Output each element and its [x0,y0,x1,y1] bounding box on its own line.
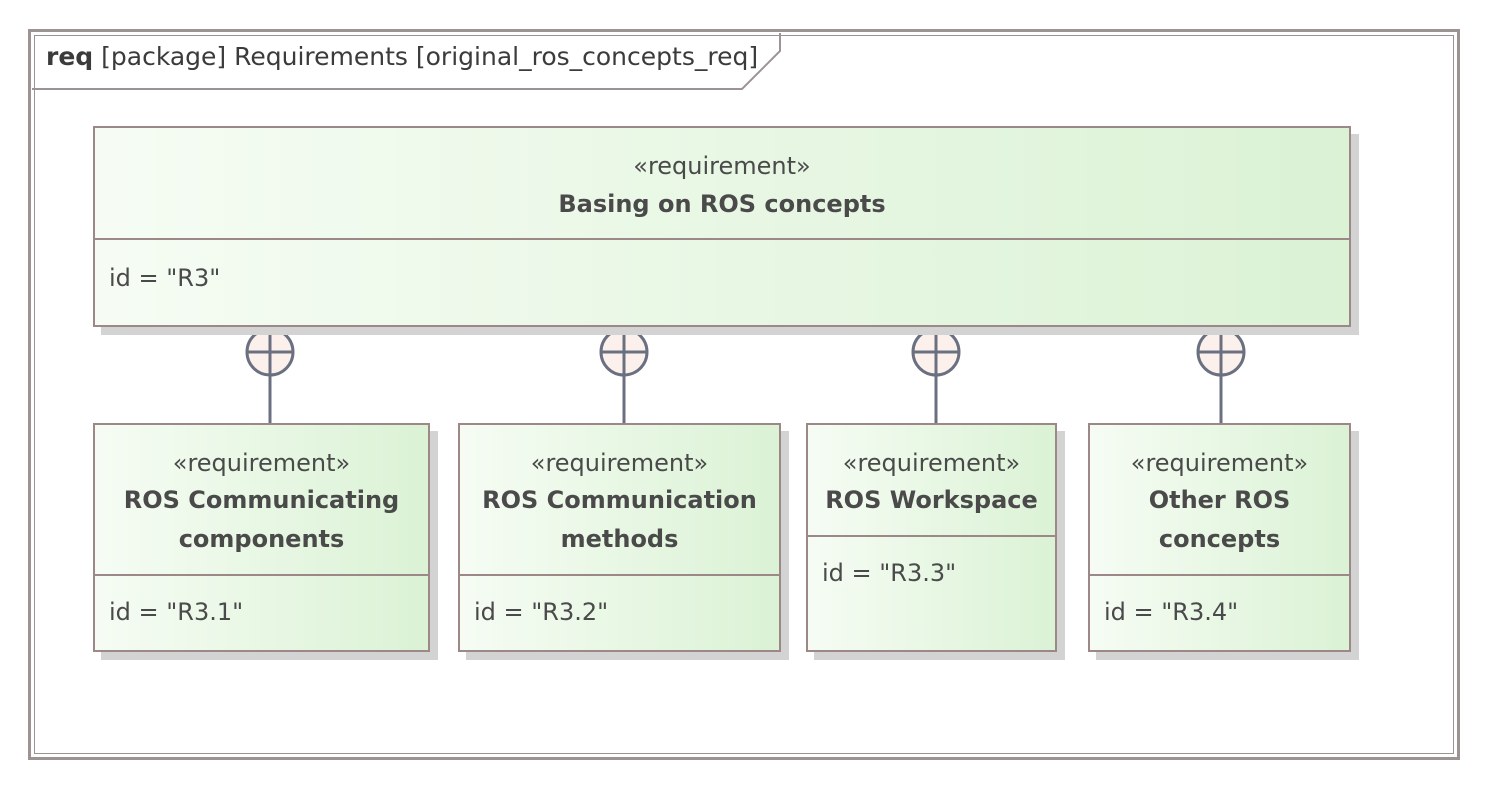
requirement-r3-4[interactable]: «requirement» Other ROS concepts id = "R… [1088,423,1351,652]
requirement-name-line-1: ROS Communication [482,486,757,514]
requirement-name-line-2: components [178,525,345,553]
requirement-name-line-2: concepts [1158,525,1281,553]
requirement-id: id = "R3.2" [474,598,609,626]
requirement-header: «requirement» ROS Communication methods [460,425,779,576]
requirement-header: «requirement» Other ROS concepts [1090,425,1349,576]
diagram-frame [28,29,1460,760]
requirement-header: «requirement» ROS Communicating componen… [95,425,428,576]
containment-connector-r3-2 [599,327,649,423]
containment-connector-r3-1 [245,327,295,423]
requirement-r3-2[interactable]: «requirement» ROS Communication methods … [458,423,781,652]
requirement-name-line-1: Other ROS [1148,486,1291,514]
requirement-id: id = "R3.4" [1104,598,1239,626]
requirement-r3-3[interactable]: «requirement» ROS Workspace id = "R3.3" [806,423,1057,652]
frame-label: [package] Requirements [original_ros_con… [101,42,759,71]
requirement-header: «requirement» Basing on ROS concepts [95,128,1349,240]
frame-title: req [package] Requirements [original_ros… [46,42,758,71]
requirement-id: id = "R3.1" [109,598,244,626]
requirement-name-line-1: ROS Workspace [825,486,1038,514]
requirement-name: Basing on ROS concepts [558,190,886,218]
requirement-name-line-2: methods [560,525,679,553]
requirement-header: «requirement» ROS Workspace [808,425,1055,537]
containment-connector-r3-4 [1196,327,1246,423]
requirement-id: id = "R3.3" [822,559,957,587]
requirement-r3-1[interactable]: «requirement» ROS Communicating componen… [93,423,430,652]
requirement-name-line-1: ROS Communicating [123,486,400,514]
containment-connector-r3-3 [911,327,961,423]
stereotype-label: «requirement» [842,449,1021,477]
stereotype-label: «requirement» [172,449,351,477]
requirement-id: id = "R3" [109,264,221,292]
stereotype-label: «requirement» [1130,449,1309,477]
frame-kind: req [46,42,94,71]
stereotype-label: «requirement» [633,152,811,180]
stereotype-label: «requirement» [530,449,709,477]
requirement-r3[interactable]: «requirement» Basing on ROS concepts id … [93,126,1351,327]
diagram-frame-inner-border [34,35,1454,754]
frame-title-tab [32,33,781,90]
